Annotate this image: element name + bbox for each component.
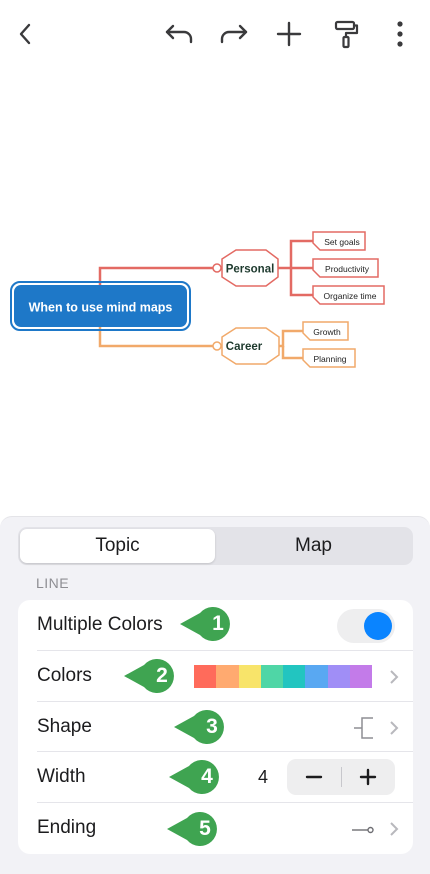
width-decrease-button[interactable] — [287, 759, 341, 795]
format-panel: Topic Map LINE Multiple Colors Colors Sh… — [0, 516, 430, 874]
more-vertical-icon — [397, 21, 403, 47]
color-swatch — [305, 664, 328, 688]
tab-map[interactable]: Map — [295, 535, 332, 556]
subtopic-set-goals[interactable]: Set goals — [312, 231, 366, 251]
color-swatch — [327, 664, 350, 688]
row-ending[interactable]: Ending — [18, 803, 413, 854]
callout-badge-5: 5 — [167, 812, 225, 846]
minus-icon — [305, 776, 323, 779]
branch-career[interactable]: Career — [212, 327, 280, 365]
panel-tab-control: Topic Map — [18, 527, 413, 565]
undo-button[interactable] — [159, 14, 199, 54]
more-button[interactable] — [380, 14, 420, 54]
row-width: Width 4 — [18, 752, 413, 804]
subtopic-label: Growth — [313, 327, 341, 337]
color-swatch — [194, 664, 217, 688]
width-label: Width — [37, 766, 86, 788]
tab-topic[interactable]: Topic — [20, 529, 215, 563]
line-ending-circle-icon — [351, 823, 375, 835]
width-stepper — [287, 759, 395, 796]
elbow-connector-icon — [353, 716, 375, 740]
back-button[interactable] — [6, 14, 46, 54]
subtopic-label: Productivity — [325, 264, 370, 274]
central-topic-label: When to use mind maps — [29, 301, 173, 315]
career-connectors — [279, 329, 303, 360]
top-toolbar — [0, 0, 430, 68]
branch-career-shape — [221, 327, 280, 365]
multiple-colors-toggle[interactable] — [337, 609, 395, 643]
color-swatch — [349, 664, 372, 688]
stepper-divider — [341, 767, 342, 788]
divider — [37, 751, 413, 753]
branch-personal-shape — [221, 249, 279, 287]
redo-button[interactable] — [214, 14, 254, 54]
callout-badge-4: 4 — [169, 760, 227, 794]
subtopic-label: Organize time — [324, 291, 377, 301]
width-increase-button[interactable] — [341, 759, 395, 795]
color-swatch — [283, 664, 306, 688]
chevron-right-icon — [389, 720, 399, 736]
chevron-left-icon — [19, 23, 31, 45]
central-topic-box — [14, 285, 187, 327]
subtopic-label: Set goals — [324, 237, 359, 247]
color-swatch — [238, 664, 261, 688]
branch-personal-label: Personal — [226, 264, 275, 276]
central-topic-selection — [10, 281, 191, 331]
row-shape[interactable]: Shape — [18, 702, 413, 753]
chevron-right-icon — [389, 669, 399, 685]
subtopic-label: Planning — [313, 354, 346, 364]
color-swatch — [216, 664, 239, 688]
branch-career-collapse-dot[interactable] — [212, 341, 222, 351]
multiple-colors-label: Multiple Colors — [37, 614, 163, 635]
branch-personal-collapse-dot[interactable] — [212, 263, 222, 273]
paint-roller-icon — [334, 20, 359, 49]
subtopic-organize-time[interactable]: Organize time — [312, 285, 385, 305]
section-label-line: LINE — [36, 575, 70, 591]
subtopic-growth[interactable]: Growth — [302, 321, 349, 341]
callout-badge-3: 3 — [174, 710, 232, 744]
toggle-knob — [364, 612, 392, 640]
divider — [37, 649, 413, 651]
redo-icon — [220, 24, 248, 44]
callout-badge-1: 1 — [180, 607, 238, 641]
undo-icon — [165, 24, 193, 44]
callout-badge-2: 2 — [124, 659, 182, 693]
divider — [37, 802, 413, 804]
mindmap-canvas[interactable]: When to use mind maps Personal Career Se… — [0, 68, 430, 516]
add-button[interactable] — [269, 14, 309, 54]
personal-connectors — [278, 239, 313, 297]
color-swatch-strip[interactable] — [194, 664, 372, 688]
central-topic[interactable]: When to use mind maps — [10, 281, 191, 331]
subtopic-planning[interactable]: Planning — [302, 348, 356, 368]
width-value: 4 — [258, 767, 269, 788]
branch-career-label: Career — [226, 341, 263, 353]
branch-personal[interactable]: Personal — [212, 249, 279, 287]
divider — [37, 700, 413, 702]
ending-label: Ending — [37, 817, 97, 839]
plus-icon — [276, 21, 302, 47]
colors-label: Colors — [37, 664, 92, 686]
chevron-right-icon — [389, 821, 399, 837]
format-button[interactable] — [326, 14, 366, 54]
plus-icon — [359, 769, 377, 786]
shape-label: Shape — [37, 715, 92, 737]
row-colors[interactable]: Colors — [18, 651, 413, 702]
color-swatch — [260, 664, 283, 688]
subtopic-productivity[interactable]: Productivity — [312, 258, 379, 278]
row-multiple-colors: Multiple Colors — [18, 600, 413, 651]
